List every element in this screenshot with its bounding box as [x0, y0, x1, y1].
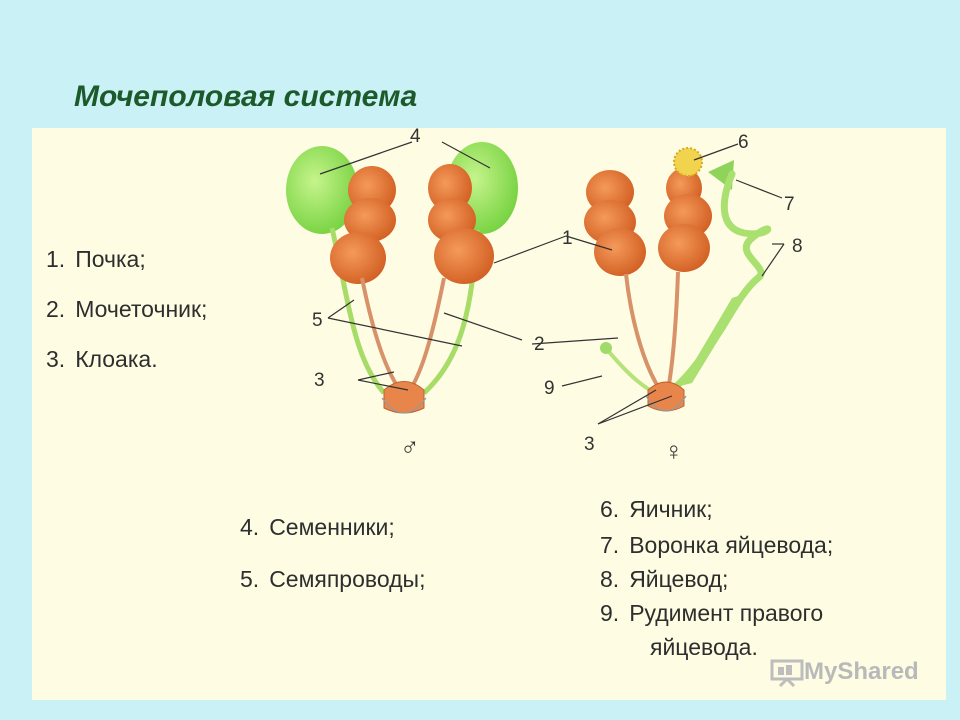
- watermark-text: MyShared: [804, 658, 919, 685]
- female-right-ureter: [666, 271, 680, 391]
- female-left-ureter: [624, 273, 662, 392]
- diagram-panel: 4 5 3 ♂: [32, 128, 946, 700]
- legend-item-3: 3.Клоака.: [46, 346, 158, 372]
- female-right-kidney: [658, 168, 712, 272]
- legend-item-9: 9.Рудимент правого: [600, 600, 824, 626]
- legend-item-7: 7.Воронка яйцевода;: [600, 532, 834, 558]
- female-symbol: ♀: [664, 436, 684, 466]
- label-1: 1: [562, 228, 573, 249]
- legend-item-1: 1.Почка;: [46, 246, 146, 272]
- ovary: [673, 147, 703, 177]
- label-2: 2: [534, 334, 545, 355]
- watermark: MyShared: [770, 657, 919, 687]
- legend-item-9-cont: яйцевода.: [650, 634, 758, 660]
- legend-item-6: 6.Яичник;: [600, 496, 713, 522]
- label-5: 5: [312, 310, 323, 331]
- male-cloaca: [383, 381, 425, 414]
- male-right-ureter: [408, 277, 446, 392]
- label-7: 7: [784, 194, 795, 215]
- page-title: Мочеполовая система: [74, 80, 418, 113]
- male-right-kidney: [428, 164, 494, 284]
- legend-item-5: 5.Семяпроводы;: [240, 566, 426, 592]
- label-9: 9: [544, 378, 555, 399]
- label-3-female: 3: [584, 434, 595, 455]
- male-left-ureter: [360, 277, 402, 392]
- male-symbol: ♂: [400, 432, 420, 462]
- legend-item-8: 8.Яйцевод;: [600, 566, 729, 592]
- female-system: 6 7 8 1 2 9 3 ♀: [531, 132, 803, 466]
- legend-item-2: 2.Мочеточник;: [46, 296, 208, 322]
- label-3-male: 3: [314, 370, 325, 391]
- urogenital-diagram: 4 5 3 ♂: [286, 128, 803, 466]
- legend-item-4: 4.Семенники;: [240, 514, 395, 540]
- female-cloaca: [647, 381, 685, 412]
- label-6: 6: [738, 132, 749, 153]
- presentation-icon: [770, 659, 804, 687]
- male-system: 4 5 3 ♂: [286, 128, 567, 462]
- male-left-kidney: [330, 166, 396, 284]
- female-left-kidney: [584, 170, 646, 276]
- label-8: 8: [792, 236, 803, 257]
- label-4: 4: [410, 128, 421, 147]
- left-testis: [286, 146, 358, 234]
- right-oviduct-rudiment: [604, 346, 652, 392]
